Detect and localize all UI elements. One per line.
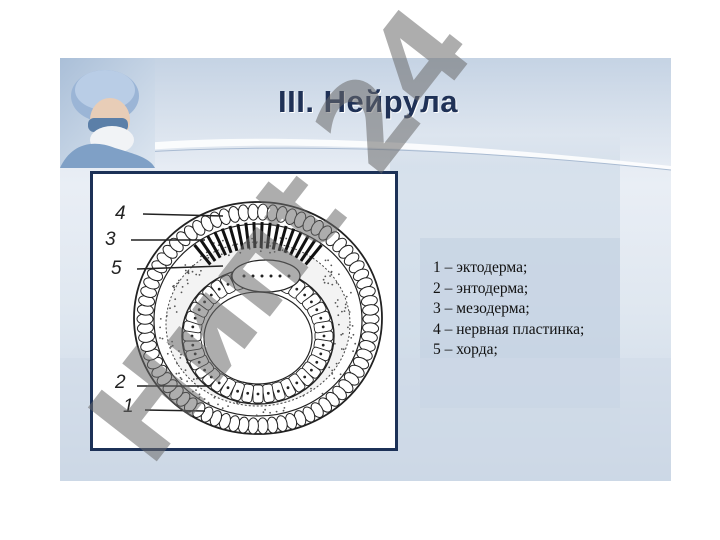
legend-item-endoderm: 2 – энтодерма; [433,279,584,300]
ectoderm-cell [248,204,259,220]
slide: III. Нейрула 4 3 5 2 1 1 – эктодерма; 2 … [60,58,671,481]
legend-item-ectoderm: 1 – эктодерма; [433,258,584,279]
fig-label-2: 2 [115,372,126,394]
neurula-diagram [93,174,395,448]
legend: 1 – эктодерма; 2 – энтодерма; 3 – мезоде… [433,258,584,361]
ectoderm-cell [248,418,259,434]
fig-label-4: 4 [115,203,126,225]
surgeon-photo-icon [60,58,155,168]
slide-title: III. Нейрула [278,84,458,120]
neurula-cells [134,202,382,434]
fig-label-3: 3 [105,229,116,251]
diagram-frame: 4 3 5 2 1 [90,171,398,451]
fig-label-5: 5 [111,258,122,280]
legend-item-neural-plate: 4 – нервная пластинка; [433,320,584,341]
ectoderm-cell [257,418,268,434]
ectoderm-cell [257,204,268,220]
legend-item-notochord: 5 – хорда; [433,340,584,361]
legend-item-mesoderm: 3 – мезодерма; [433,299,584,320]
fig-label-1: 1 [123,396,134,418]
